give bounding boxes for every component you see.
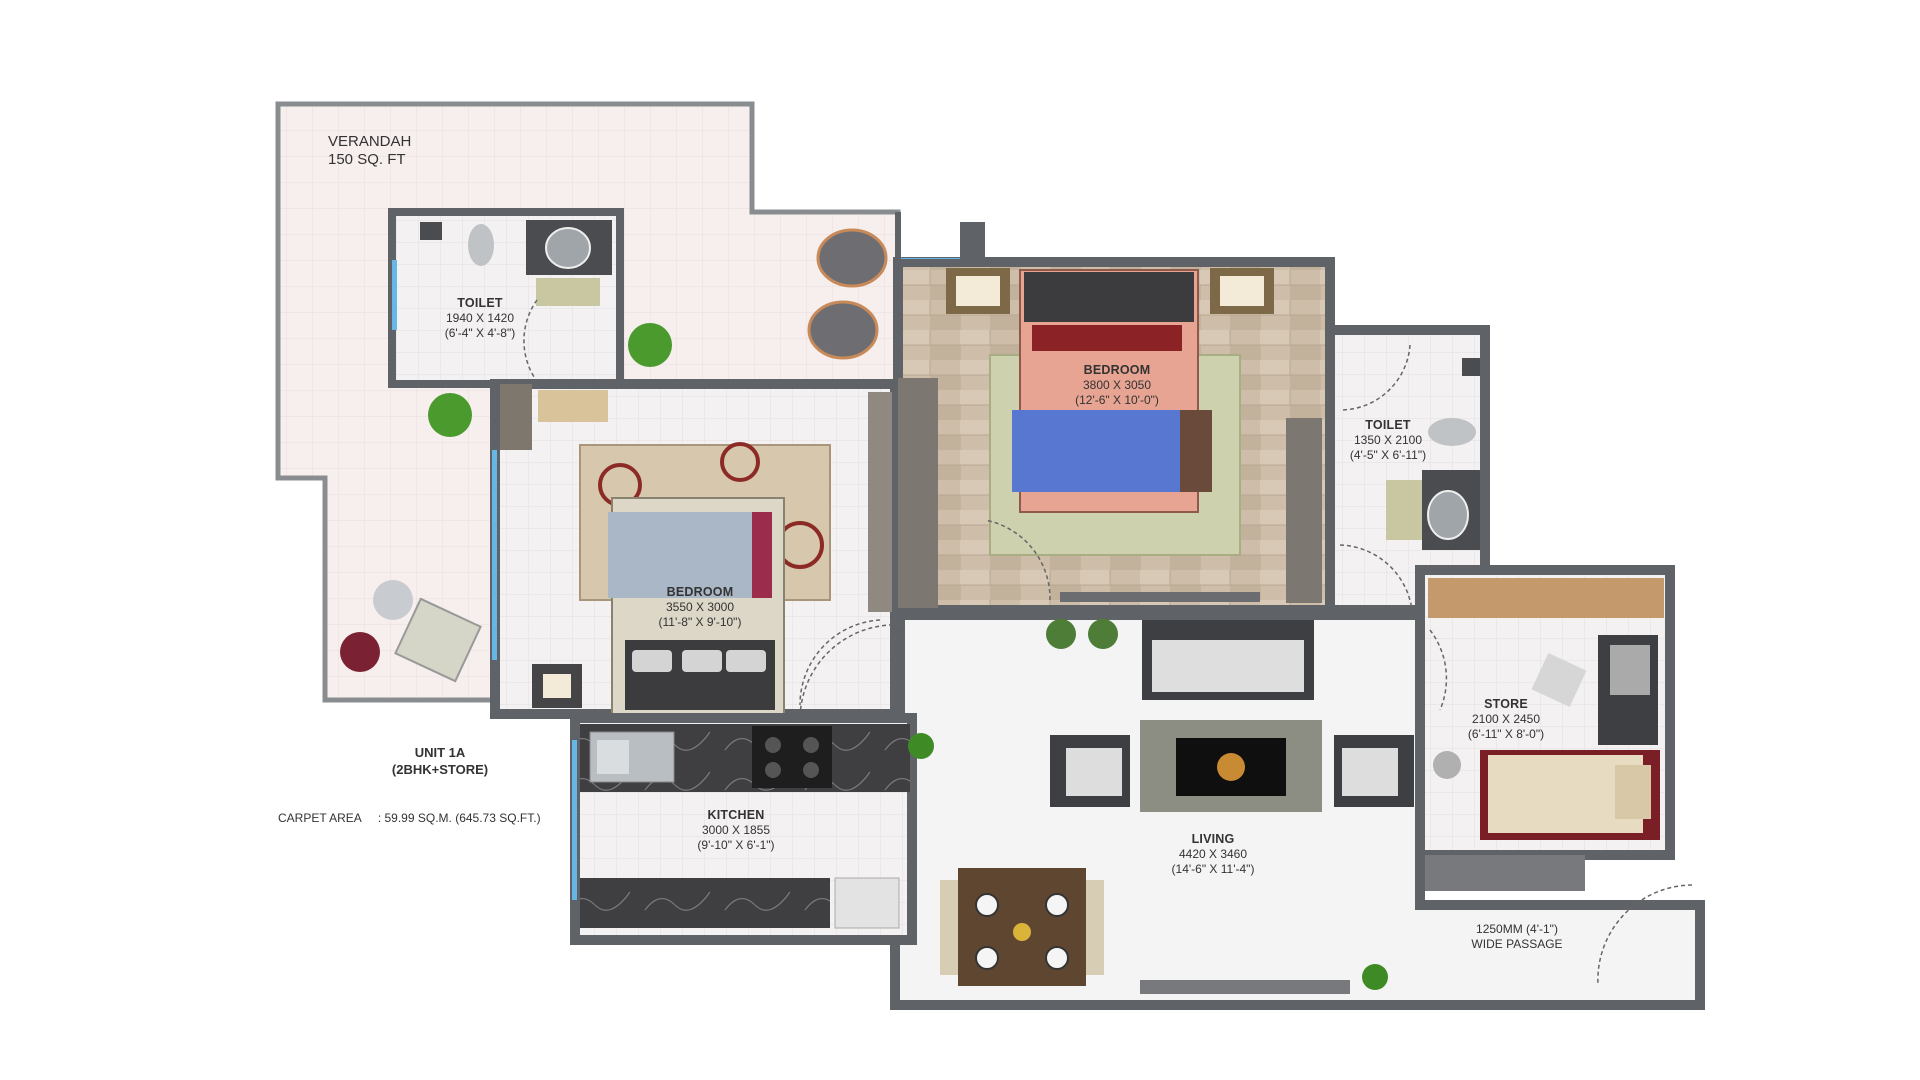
toilet-2-name: TOILET [1365,418,1411,432]
living-size-ft: (14'-6" X 11'-4") [1171,862,1255,876]
passage-width: 1250MM (4'-1") [1476,922,1558,936]
bedroom-1-size-ft: (11'-8" X 9'-10") [658,615,742,629]
bedroom-1-room [490,379,900,719]
toilet-2-size-mm: 1350 X 2100 [1353,433,1423,447]
carpet-area: CARPET AREA : 59.99 SQ.M. (645.73 SQ.FT.… [278,811,541,825]
store-label: STORE 2100 X 2450 (6'-11" X 8'-0") [1446,697,1566,742]
verandah-area: 150 SQ. FT [328,151,406,168]
toilet-1-size-mm: 1940 X 1420 [445,311,515,325]
bedroom-master-room [893,222,1335,615]
passage-name: WIDE PASSAGE [1471,937,1563,951]
bedroom-1-size-mm: 3550 X 3000 [665,600,735,614]
toilet-1-room [388,208,624,388]
kitchen-size-mm: 3000 X 1855 [701,823,771,837]
toilet-1-size-ft: (6'-4" X 4'-8") [444,326,516,340]
living-size-mm: 4420 X 3460 [1178,847,1248,861]
living-room [799,610,1705,1010]
bedroom-1-label: BEDROOM 3550 X 3000 (11'-8" X 9'-10") [640,585,760,630]
bedroom-1-name: BEDROOM [666,585,734,599]
verandah-furniture [340,228,888,683]
exterior-walls [895,212,1488,570]
unit-title: UNIT 1A (2BHK+STORE) [370,744,510,778]
kitchen-label: KITCHEN 3000 X 1855 (9'-10" X 6'-1") [676,808,796,853]
bedroom-master-name: BEDROOM [1083,363,1151,377]
bedroom-master-label: BEDROOM 3800 X 3050 (12'-6" X 10'-0") [1052,363,1182,408]
kitchen-room [570,713,917,945]
kitchen-name: KITCHEN [707,808,765,822]
toilet-1-label: TOILET 1940 X 1420 (6'-4" X 4'-8") [420,296,540,341]
unit-name: UNIT 1A [414,745,466,760]
bedroom-master-size-mm: 3800 X 3050 [1082,378,1152,392]
verandah-name: VERANDAH [328,133,412,150]
carpet-area-value: : 59.99 SQ.M. (645.73 SQ.FT.) [377,811,541,825]
bedroom-master-size-ft: (12'-6" X 10'-0") [1075,393,1159,407]
store-name: STORE [1484,697,1528,711]
store-size-ft: (6'-11" X 8'-0") [1467,727,1545,741]
store-size-mm: 2100 X 2450 [1471,712,1541,726]
verandah-label: VERANDAH 150 SQ. FT [328,133,411,169]
passage-label: 1250MM (4'-1") WIDE PASSAGE [1452,922,1582,952]
unit-type: (2BHK+STORE) [391,762,489,777]
plant-icon [428,323,1388,990]
toilet-2-size-ft: (4'-5" X 6'-11") [1349,448,1427,462]
living-name: LIVING [1191,832,1235,846]
toilet-1-name: TOILET [457,296,503,310]
toilet-2-label: TOILET 1350 X 2100 (4'-5" X 6'-11") [1328,418,1448,463]
kitchen-size-ft: (9'-10" X 6'-1") [697,838,775,852]
living-label: LIVING 4420 X 3460 (14'-6" X 11'-4") [1148,832,1278,877]
store-room [1415,565,1675,891]
carpet-area-label: CARPET AREA [278,811,362,825]
